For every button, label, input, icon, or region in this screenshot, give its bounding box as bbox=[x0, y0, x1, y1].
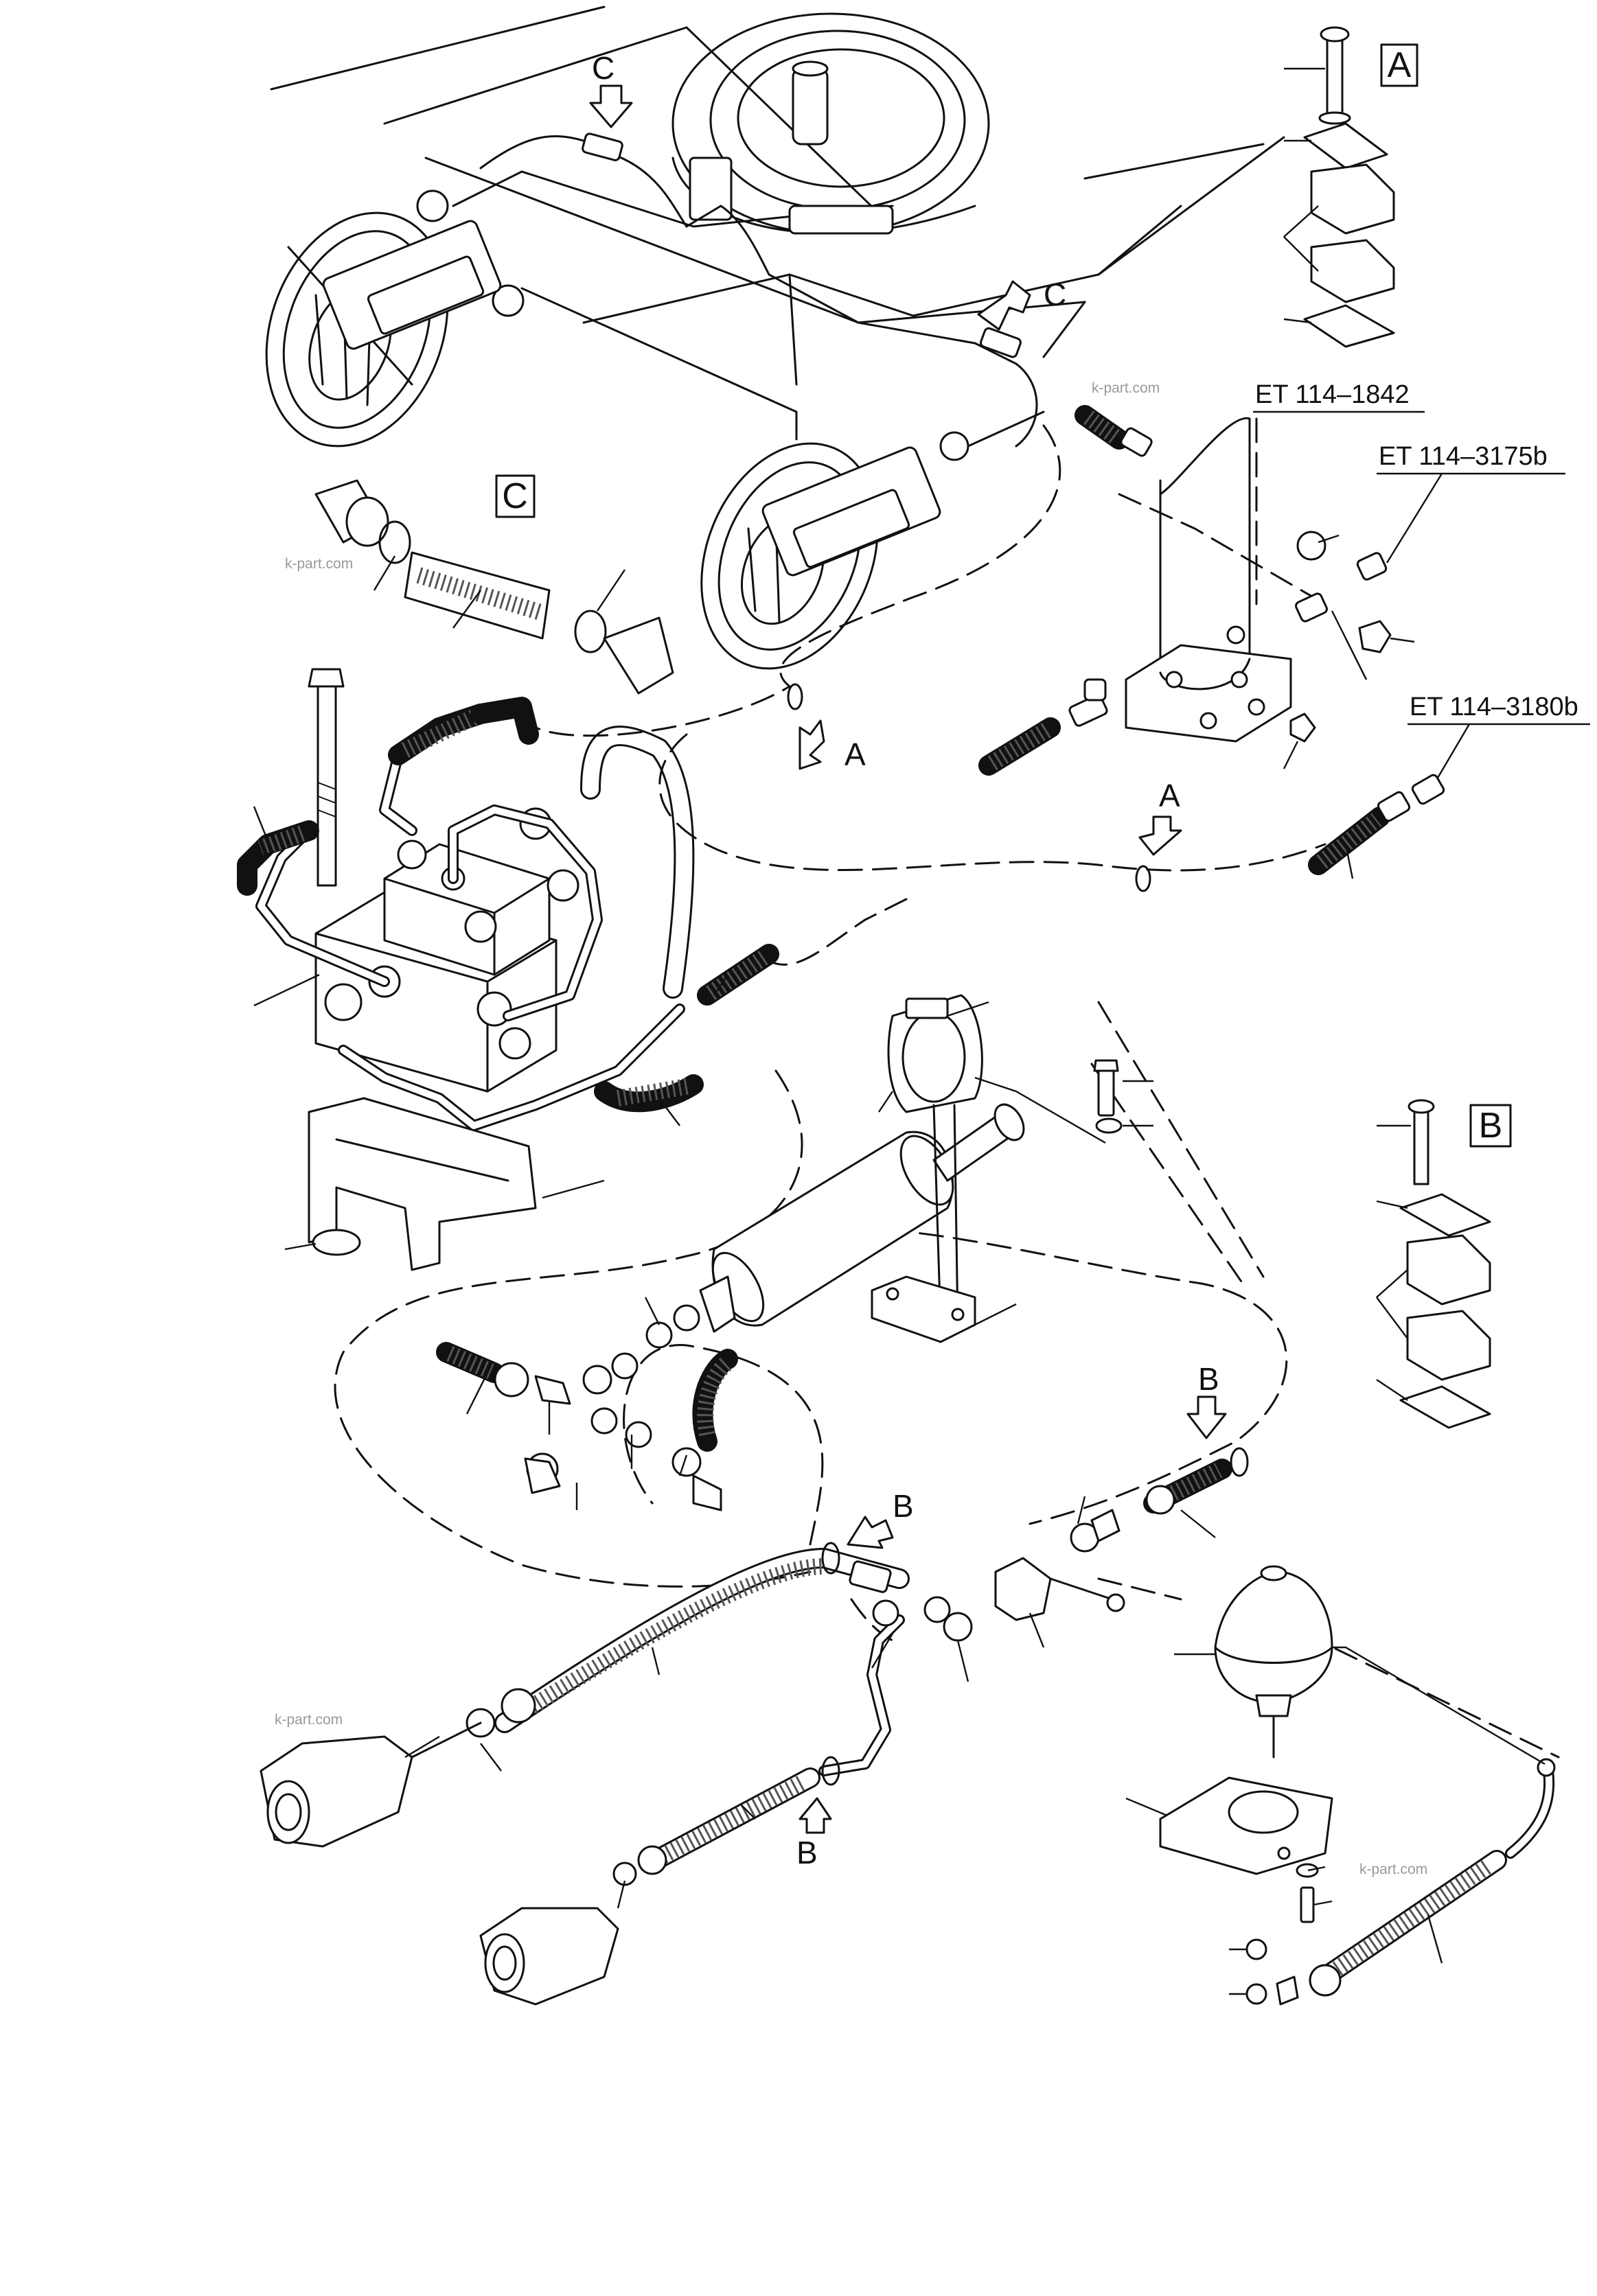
left-wheel-assembly bbox=[265, 170, 523, 448]
view-arrow-b-bottom-label: B bbox=[796, 1835, 818, 1870]
view-arrow-a-left-label: A bbox=[845, 737, 866, 772]
watermarks: k-part.com k-part.com k-part.com k-part.… bbox=[275, 380, 1427, 1877]
view-arrow-b-center-label: B bbox=[893, 1488, 914, 1524]
accumulator-assembly bbox=[1125, 1565, 1556, 2006]
view-arrows: C C A A B B B bbox=[589, 50, 1227, 1870]
view-arrow-a-right-icon bbox=[1138, 815, 1182, 856]
detail-a-box bbox=[1380, 43, 1418, 87]
view-arrow-b-center-icon bbox=[847, 1516, 894, 1549]
brake-pedestal-assembly: ET 114–1842 ET 114–3175b ET 114–3180b bbox=[978, 380, 1590, 783]
watermark-4: k-part.com bbox=[1359, 1862, 1427, 1877]
lower-brake-line bbox=[260, 1447, 1249, 2006]
detail-a-clamp: A bbox=[1283, 26, 1418, 348]
detail-a-label: A bbox=[1388, 45, 1412, 85]
view-arrow-b-bottom-icon bbox=[798, 1797, 832, 1834]
detail-b-label: B bbox=[1479, 1106, 1503, 1146]
right-wheel-assembly bbox=[700, 410, 1045, 670]
watermark-1: k-part.com bbox=[1092, 380, 1160, 396]
view-arrow-c-top-label: C bbox=[592, 50, 614, 86]
machine-frame bbox=[270, 5, 1285, 441]
view-arrow-a-right-label: A bbox=[1159, 778, 1180, 813]
view-arrow-b-right-icon bbox=[1186, 1395, 1227, 1439]
brake-cylinder-assembly bbox=[699, 994, 1153, 1343]
detail-b-box bbox=[1469, 1104, 1512, 1148]
valve-block-assembly bbox=[237, 668, 779, 1271]
view-arrow-c-top-icon bbox=[589, 84, 633, 128]
fittings-cluster bbox=[436, 1297, 738, 1511]
view-arrow-b-right-label: B bbox=[1198, 1361, 1219, 1397]
watermark-2: k-part.com bbox=[285, 556, 353, 572]
right-hose-3180b bbox=[787, 683, 1445, 892]
ref-et-3180b: ET 114–3180b bbox=[1410, 693, 1578, 721]
view-arrow-c-right-label: C bbox=[1044, 277, 1066, 312]
ref-et-1842: ET 114–1842 bbox=[1255, 380, 1410, 409]
detail-c-label: C bbox=[502, 476, 528, 516]
detail-c-box bbox=[495, 474, 536, 518]
view-arrow-c-right-icon bbox=[977, 280, 1031, 331]
detail-b-clamp: B bbox=[1376, 1099, 1512, 1429]
watermark-3: k-part.com bbox=[275, 1712, 343, 1728]
detail-c-hose-joint: C bbox=[314, 474, 674, 695]
ref-et-3175b: ET 114–3175b bbox=[1379, 442, 1548, 471]
view-arrow-a-left-icon bbox=[798, 719, 825, 770]
frame-brake-line bbox=[479, 132, 1038, 448]
